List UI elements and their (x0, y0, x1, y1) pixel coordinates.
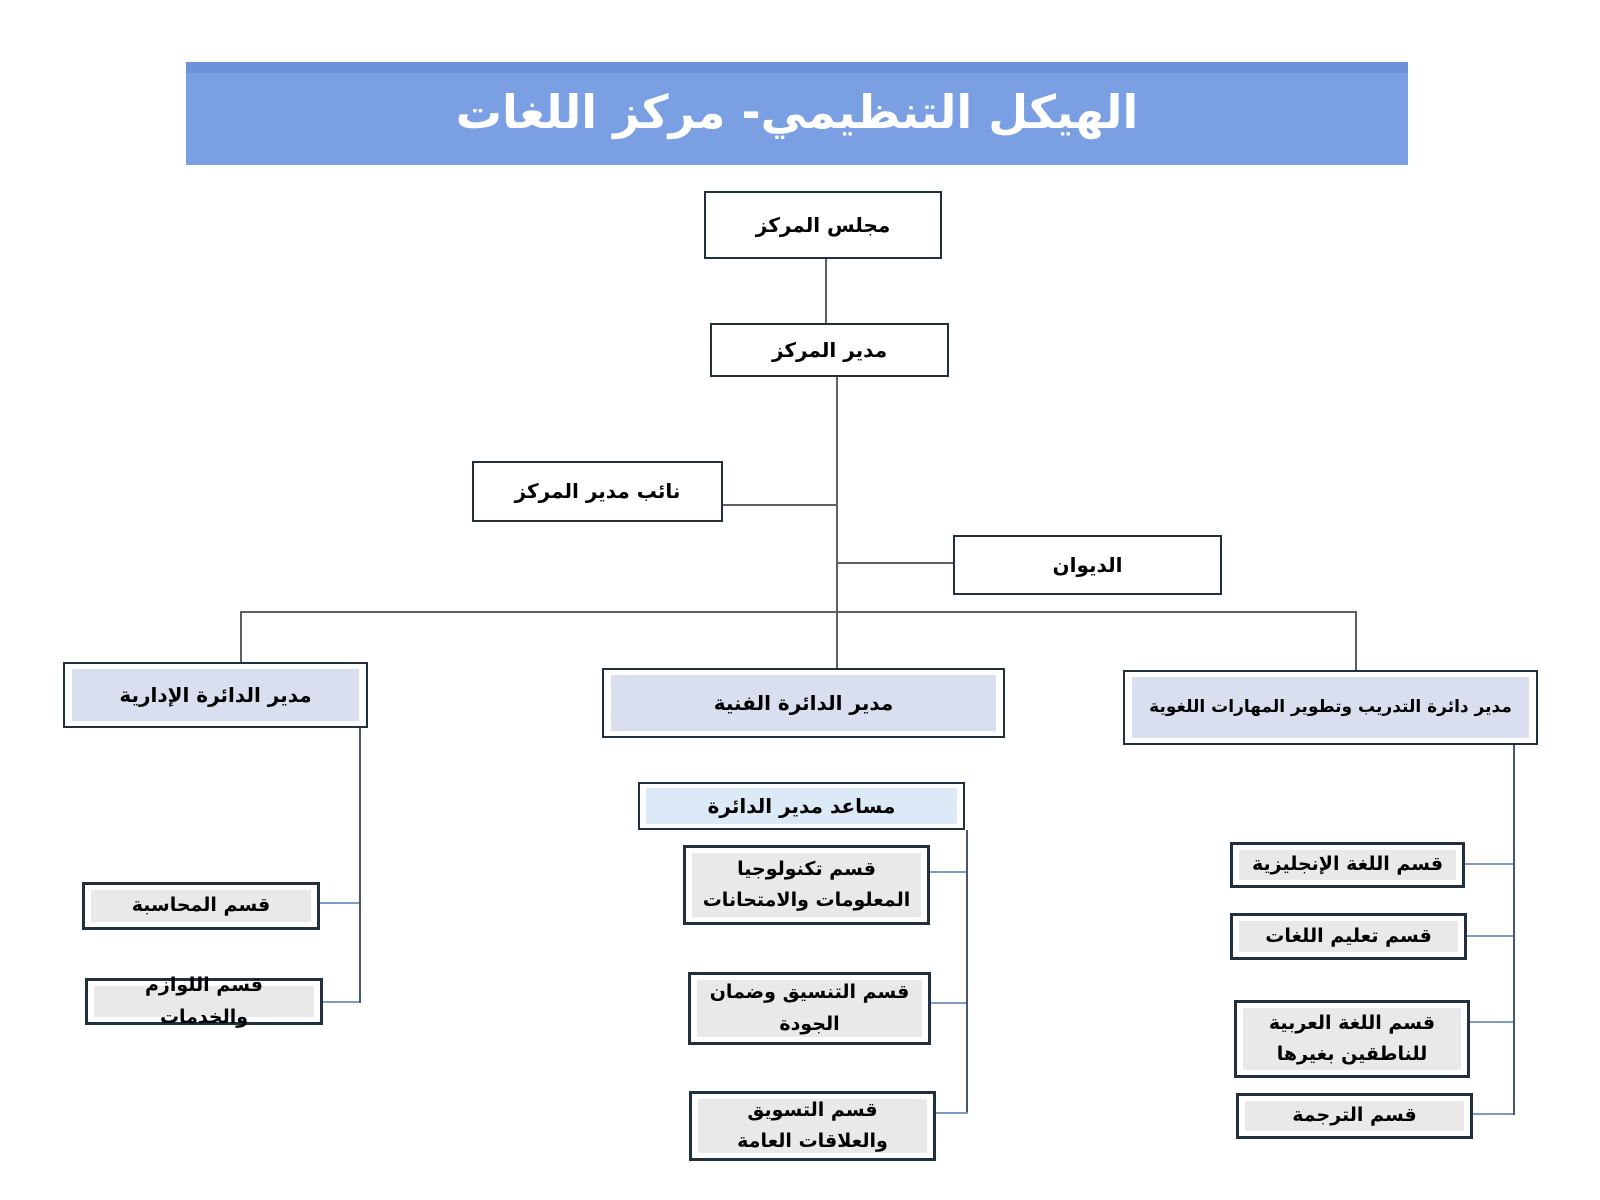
node-diwan: الديوان (953, 535, 1222, 595)
node-arabic-nonnative-section: قسم اللغة العربية للناطقين بغيرها (1234, 1000, 1470, 1078)
stub-accounting (320, 902, 359, 904)
stub-supplies (323, 1001, 359, 1003)
stub-it-exams (930, 871, 966, 873)
connector-council-director (825, 259, 827, 323)
node-council-label: مجلس المركز (755, 212, 891, 237)
node-translation-section: قسم الترجمة (1236, 1093, 1473, 1139)
connector-director-trunk (836, 377, 838, 613)
spine-admin-children (359, 728, 361, 1003)
node-accounting-section: قسم المحاسبة (82, 882, 320, 930)
node-director: مدير المركز (710, 323, 949, 377)
node-director-label: مدير المركز (771, 337, 888, 362)
stub-coordination (931, 1002, 966, 1004)
node-diwan-label: الديوان (1052, 552, 1123, 577)
connector-diwan-stub (838, 562, 953, 564)
connector-distribution (240, 611, 1357, 613)
node-accounting-section-label: قسم المحاسبة (131, 894, 271, 917)
node-arabic-nonnative-section-label: قسم اللغة العربية للناطقين بغيرها (1268, 1011, 1436, 1065)
node-admin-dept-director-label: مدير الدائرة الإدارية (119, 682, 312, 707)
node-supplies-services-section-label: قسم اللوازم والخدمات (145, 974, 263, 1028)
node-translation-section-label: قسم الترجمة (1292, 1104, 1417, 1127)
page-title: الهيكل التنظيمي- مركز اللغات (455, 84, 1139, 139)
node-it-exams-section: قسم تكنولوجيا المعلومات والامتحانات (683, 845, 930, 925)
node-admin-dept-director: مدير الدائرة الإدارية (63, 662, 368, 728)
stub-english (1465, 863, 1513, 865)
node-it-exams-section-label: قسم تكنولوجيا المعلومات والامتحانات (702, 857, 911, 911)
node-language-teaching-section: قسم تعليم اللغات (1230, 913, 1467, 960)
node-technical-dept-director-label: مدير الدائرة الفنية (713, 690, 894, 715)
node-council: مجلس المركز (704, 191, 942, 259)
node-marketing-pr-section-label: قسم التسويق والعلاقات العامة (737, 1098, 888, 1152)
spine-training-children (1513, 745, 1515, 1115)
node-deputy-director-label: نائب مدير المركز (514, 479, 681, 503)
stub-translation (1473, 1113, 1513, 1115)
node-marketing-pr-section: قسم التسويق والعلاقات العامة (689, 1091, 936, 1161)
spine-technical-children (966, 830, 968, 1114)
node-assistant-director: مساعد مدير الدائرة (638, 782, 965, 830)
stub-language-teaching (1467, 935, 1513, 937)
title-banner: الهيكل التنظيمي- مركز اللغات (186, 62, 1408, 165)
node-language-teaching-section-label: قسم تعليم اللغات (1265, 924, 1432, 947)
node-technical-dept-director: مدير الدائرة الفنية (602, 668, 1005, 738)
node-deputy-director: نائب مدير المركز (472, 461, 723, 522)
node-assistant-director-label: مساعد مدير الدائرة (707, 793, 896, 818)
node-supplies-services-section: قسم اللوازم والخدمات (85, 974, 323, 1028)
node-coordination-quality-section-label: قسم التنسيق وضمان الجودة (709, 981, 910, 1035)
node-training-dept-director-label: مدير دائرة التدريب وتطوير المهارات اللغو… (1149, 697, 1512, 718)
connector-drop-training (1355, 611, 1357, 670)
node-english-section: قسم اللغة الإنجليزية (1230, 842, 1465, 888)
connector-drop-admin (240, 611, 242, 662)
node-coordination-quality-section: قسم التنسيق وضمان الجودة (688, 972, 931, 1045)
stub-marketing (936, 1112, 968, 1114)
node-english-section-label: قسم اللغة الإنجليزية (1251, 853, 1444, 876)
connector-drop-technical (836, 611, 838, 668)
stub-arabic-nonnative (1470, 1021, 1513, 1023)
node-training-dept-director: مدير دائرة التدريب وتطوير المهارات اللغو… (1123, 670, 1538, 745)
connector-deputy-stub (723, 504, 836, 506)
